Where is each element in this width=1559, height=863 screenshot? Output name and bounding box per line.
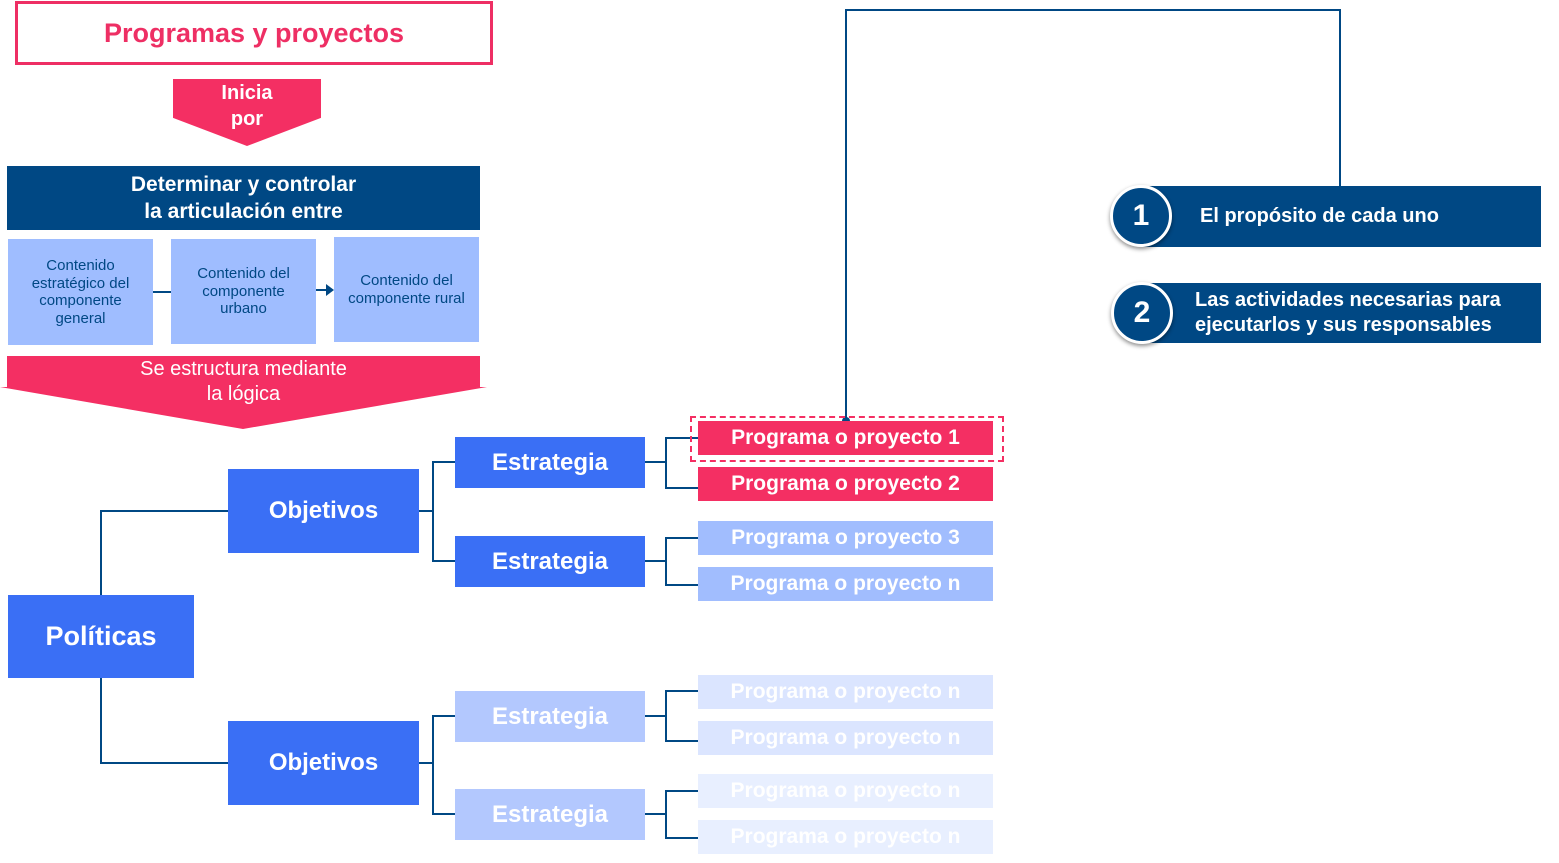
contenido-general-box: Contenido estratégico del componente gen… <box>8 239 153 345</box>
diagram-title: Programas y proyectos <box>15 1 493 65</box>
connector-estrategia3-programas <box>665 690 698 742</box>
connector-politicas-objetivos-1 <box>100 510 228 595</box>
programa-node: Programa o proyecto 3 <box>698 521 993 555</box>
programa-node: Programa o proyecto n <box>698 820 993 854</box>
number-badge: 2 <box>1111 282 1173 344</box>
programa-node: Programa o proyecto n <box>698 774 993 808</box>
estrategia-node: Estrategia <box>455 437 645 488</box>
info-bar-actividades: Las actividades necesarias para ejecutar… <box>1140 283 1541 343</box>
contenido-rural-box: Contenido del componente rural <box>334 237 479 342</box>
selected-program-highlight <box>690 416 1004 462</box>
estructura-arrow: Se estructura mediante la lógica <box>0 356 487 429</box>
determinar-label: Determinar y controlar la articulación e… <box>130 173 357 223</box>
info-text: El propósito de cada uno <box>1200 205 1439 227</box>
estrategia-node: Estrategia <box>455 691 645 742</box>
programa-node: Programa o proyecto n <box>698 675 993 709</box>
politicas-node: Políticas <box>8 595 194 678</box>
number-badge: 1 <box>1110 185 1172 247</box>
inicia-arrow: Inicia por <box>173 79 321 146</box>
programa-node: Programa o proyecto n <box>698 567 993 601</box>
info-text: Las actividades necesarias para ejecutar… <box>1195 289 1501 336</box>
objetivos-node: Objetivos <box>228 469 419 553</box>
arrow-head-icon <box>326 284 334 296</box>
connector-estrategia2-programas <box>665 537 698 586</box>
estructura-label: Se estructura mediante la lógica <box>140 357 347 405</box>
programa-node: Programa o proyecto n <box>698 721 993 755</box>
programa-node: Programa o proyecto 1 <box>698 421 993 455</box>
objetivos-node: Objetivos <box>228 721 419 805</box>
info-bar-proposito: El propósito de cada uno <box>1140 186 1541 247</box>
determinar-box: Determinar y controlar la articulación e… <box>7 166 480 230</box>
inicia-label: Inicia por <box>221 81 273 130</box>
connector-estrategia4-programas <box>665 790 698 839</box>
estrategia-node: Estrategia <box>455 789 645 840</box>
contenido-urbano-box: Contenido del componente urbano <box>171 239 316 344</box>
connector-politicas-objetivos-2 <box>100 678 228 764</box>
connector-objetivos2-estrategias <box>432 715 455 815</box>
estrategia-node: Estrategia <box>455 536 645 587</box>
programa-node: Programa o proyecto 2 <box>698 467 993 501</box>
connector-objetivos1-estrategias <box>432 461 455 562</box>
